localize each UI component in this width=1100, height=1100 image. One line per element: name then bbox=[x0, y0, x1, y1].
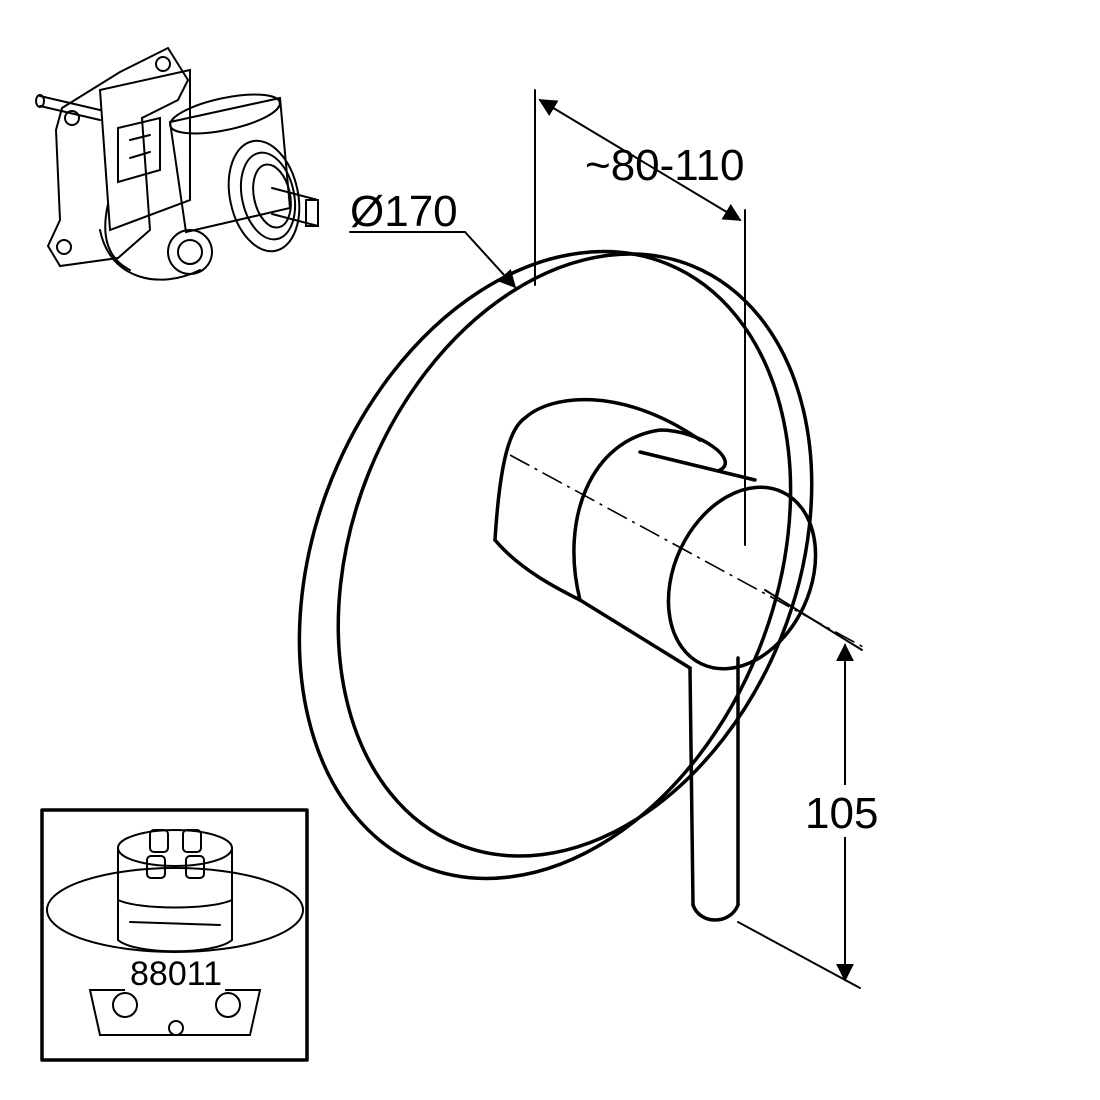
dimension-diameter: Ø170 bbox=[349, 187, 517, 289]
height-label: 105 bbox=[805, 789, 878, 838]
dimension-height: 105 bbox=[737, 589, 890, 989]
valve-body-illustration bbox=[35, 46, 319, 281]
diameter-label: Ø170 bbox=[350, 187, 458, 236]
lever bbox=[688, 656, 740, 922]
part-number-label: 88011 bbox=[130, 955, 222, 993]
depth-label: ~80-110 bbox=[585, 141, 744, 190]
handle-body bbox=[493, 397, 757, 670]
cover-plate bbox=[297, 249, 814, 881]
dimension-depth: ~80-110 bbox=[534, 89, 746, 546]
rough-in-inset: 88011 bbox=[40, 808, 309, 1062]
handle-front-face bbox=[666, 485, 818, 671]
